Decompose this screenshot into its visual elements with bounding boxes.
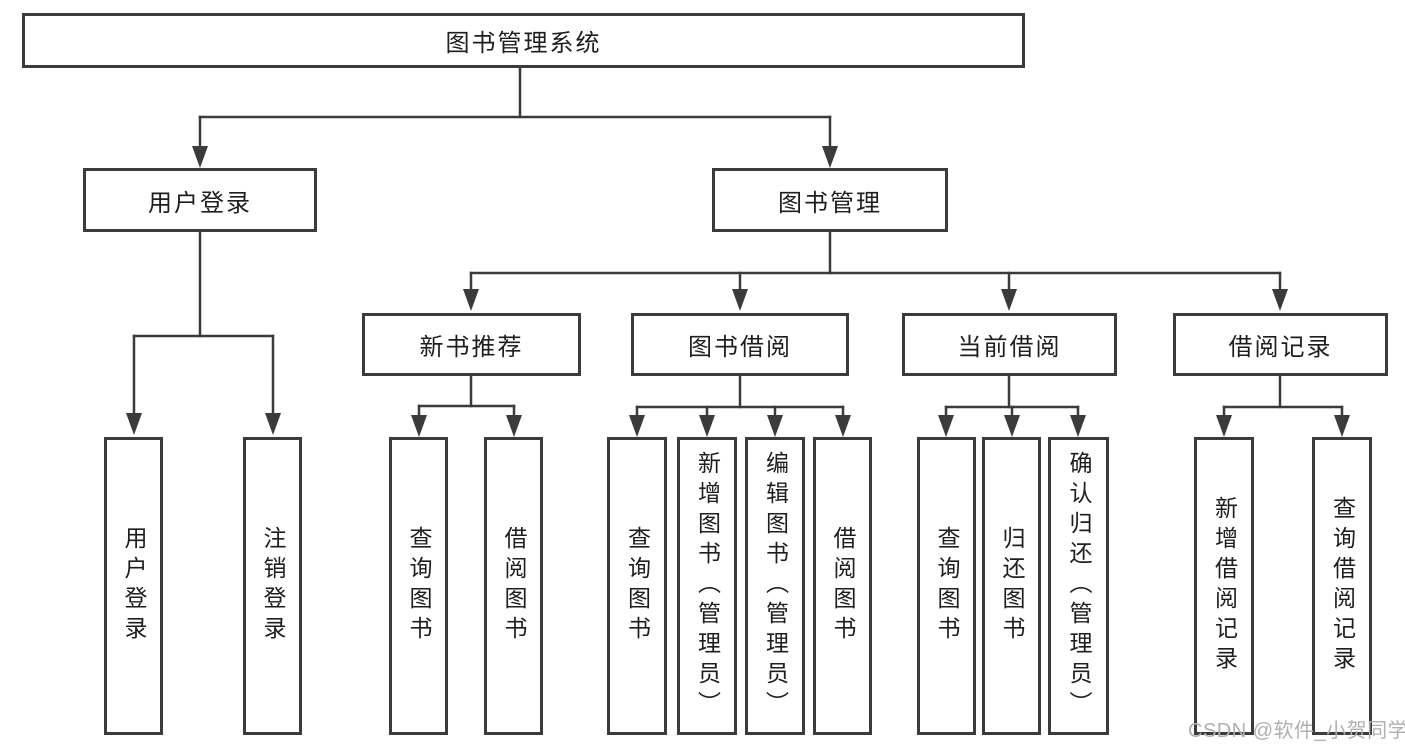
leaf-return-books: 归还图书 bbox=[982, 437, 1041, 735]
leaf-query-books-recommend: 查询图书 bbox=[389, 437, 448, 735]
node-book-borrow-label: 图书借阅 bbox=[688, 334, 792, 361]
node-borrow-record: 借阅记录 bbox=[1173, 313, 1388, 376]
leaf-query-borrow-record: 查询借阅记录 bbox=[1312, 437, 1372, 735]
connector-user-login-to-leaves bbox=[126, 230, 281, 435]
leaf-edit-books-admin: 编辑图书（管理员） bbox=[745, 437, 805, 735]
leaf-user-login: 用户登录 bbox=[104, 437, 163, 735]
node-library-system: 图书管理系统 bbox=[22, 13, 1025, 68]
leaf-query-books-borrow: 查询图书 bbox=[607, 437, 667, 735]
node-current-borrow-label: 当前借阅 bbox=[957, 334, 1062, 361]
csdn-watermark: CSDN @软件_小贺同学 bbox=[1188, 720, 1405, 742]
node-book-management: 图书管理 bbox=[712, 168, 948, 232]
leaf-confirm-return-admin: 确认归还（管理员） bbox=[1048, 437, 1109, 735]
node-user-login-label: 用户登录 bbox=[148, 189, 252, 217]
leaf-logout: 注销登录 bbox=[243, 437, 302, 735]
node-book-management-label: 图书管理 bbox=[778, 189, 882, 217]
leaf-add-borrow-record: 新增借阅记录 bbox=[1194, 437, 1254, 735]
connector-new-book-to-leaves bbox=[411, 374, 522, 437]
node-new-book-recommend-label: 新书推荐 bbox=[419, 334, 524, 361]
connector-book-borrow-to-leaves bbox=[629, 374, 851, 437]
leaf-query-books-current: 查询图书 bbox=[917, 437, 976, 735]
node-library-system-label: 图书管理系统 bbox=[445, 30, 602, 57]
node-borrow-record-label: 借阅记录 bbox=[1228, 334, 1333, 361]
leaf-add-books-admin: 新增图书（管理员） bbox=[677, 437, 737, 735]
leaf-borrow-books-recommend: 借阅图书 bbox=[484, 437, 543, 735]
node-new-book-recommend: 新书推荐 bbox=[362, 313, 581, 376]
connector-current-borrow-to-leaves bbox=[938, 374, 1086, 437]
node-current-borrow: 当前借阅 bbox=[902, 313, 1117, 376]
connector-book-management-to-level3 bbox=[463, 230, 1288, 311]
node-user-login: 用户登录 bbox=[83, 168, 317, 232]
connector-root-to-level2 bbox=[192, 66, 838, 168]
leaf-borrow-books: 借阅图书 bbox=[813, 437, 872, 735]
connector-borrow-record-to-leaves bbox=[1216, 374, 1350, 437]
node-book-borrow: 图书借阅 bbox=[631, 313, 849, 376]
